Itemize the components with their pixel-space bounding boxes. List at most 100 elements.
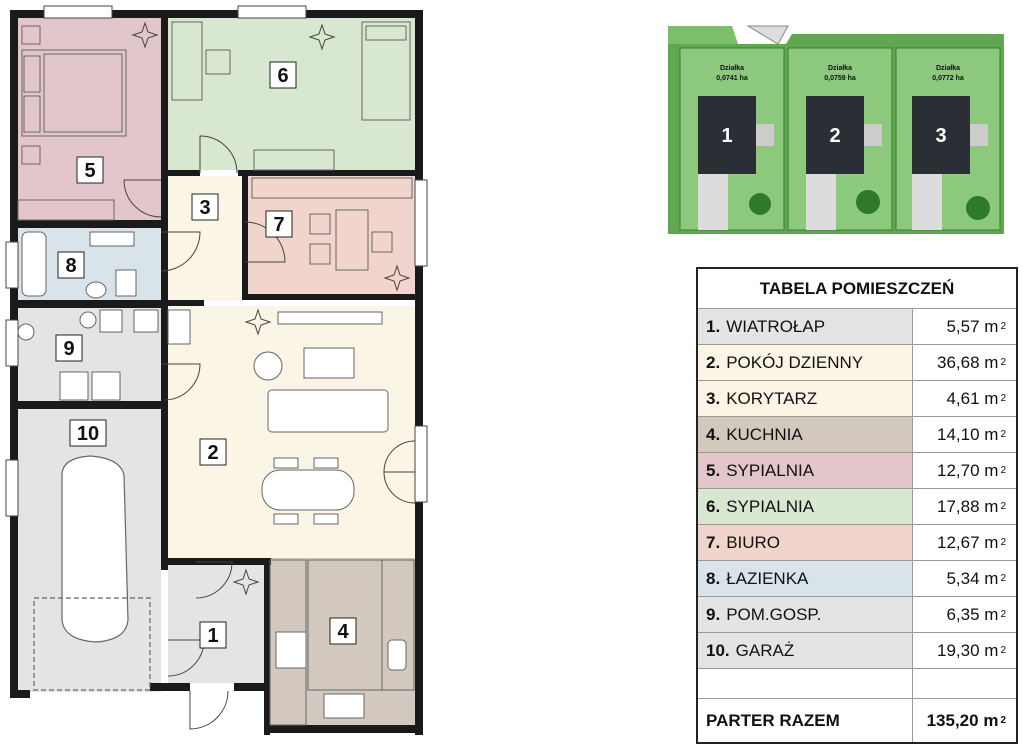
- plot-3-area: 0,0772 ha: [932, 75, 964, 82]
- room-name-text: POM.GOSP.: [726, 604, 822, 624]
- room-name-text: WIATROŁAP: [726, 316, 826, 336]
- room-label-6: 6: [277, 65, 288, 87]
- room-area-sup: 2: [1000, 645, 1006, 656]
- room-label-10: 10: [77, 423, 99, 445]
- room-name-text: KUCHNIA: [726, 424, 803, 444]
- room-area-unit: m: [984, 424, 999, 444]
- table-title: TABELA POMIESZCZEŃ: [698, 269, 1016, 309]
- room-area-value: 6,35: [946, 604, 980, 624]
- houses: [698, 96, 988, 174]
- room-label-5: 5: [84, 160, 95, 182]
- room-label-2: 2: [207, 442, 218, 464]
- room-area-unit: m: [984, 532, 999, 552]
- room-number: 8.: [706, 568, 721, 588]
- room-number: 4.: [706, 424, 721, 444]
- room-number: 1.: [706, 316, 721, 336]
- house-number-2: 2: [829, 125, 840, 147]
- plot-2-area: 0,0759 ha: [824, 75, 856, 82]
- room-number: 9.: [706, 604, 721, 624]
- room-name: 10.GARAŻ: [698, 633, 913, 668]
- room-name: 1.WIATROŁAP: [698, 309, 913, 344]
- room-name: 5.SYPIALNIA: [698, 453, 913, 488]
- plot-1-label: Działka: [720, 65, 744, 72]
- total-label: PARTER RAZEM: [698, 699, 913, 742]
- room-area-value: 19,30: [936, 640, 980, 660]
- room-label-3: 3: [199, 197, 210, 219]
- site-plan: Działka 0,0741 ha Działka 0,0759 ha Dzia…: [668, 16, 1004, 246]
- plot-3-label: Działka: [936, 65, 960, 72]
- car: [33, 455, 151, 691]
- room-area-unit: m: [984, 460, 999, 480]
- room-label-7: 7: [273, 214, 284, 236]
- room-area-sup: 2: [1000, 357, 1006, 368]
- room-name-text: GARAŻ: [735, 640, 795, 660]
- room-area-value: 17,88: [936, 496, 980, 516]
- room-area-sup: 2: [1000, 537, 1006, 548]
- house-number-1: 1: [721, 125, 732, 147]
- room-label-9: 9: [63, 338, 74, 360]
- room-area-unit: m: [984, 640, 999, 660]
- room-area-sup: 2: [1000, 429, 1006, 440]
- total-area-sup: 2: [1000, 715, 1006, 726]
- room-number: 7.: [706, 532, 721, 552]
- plant-icon: [308, 23, 336, 51]
- room-name-text: SYPIALNIA: [726, 496, 815, 516]
- room-area-unit: m: [984, 568, 999, 588]
- room-name-text: BIURO: [726, 532, 781, 552]
- room-label-8: 8: [65, 255, 76, 277]
- room-area-value: 12,67: [936, 532, 980, 552]
- room-area-value: 4,61: [946, 388, 980, 408]
- room-name-text: KORYTARZ: [726, 388, 818, 408]
- room-name: 3.KORYTARZ: [698, 381, 913, 416]
- floor-plan: 1 2 3 4 5 6 7 8 9 10: [5, 5, 428, 735]
- room-area-sup: 2: [1000, 573, 1006, 584]
- plant-icon: [232, 568, 260, 596]
- room-name-text: SYPIALNIA: [726, 460, 815, 480]
- living-furniture: [253, 311, 389, 525]
- room-number: 5.: [706, 460, 721, 480]
- plot-2-label: Działka: [828, 65, 852, 72]
- room-area-sup: 2: [1000, 393, 1006, 404]
- room-number: 3.: [706, 388, 721, 408]
- room-area-sup: 2: [1000, 609, 1006, 620]
- room-area-value: 5,34: [946, 568, 980, 588]
- room-name: 4.KUCHNIA: [698, 417, 913, 452]
- room-name: 2.POKÓJ DZIENNY: [698, 345, 913, 380]
- room-name: 6.SYPIALNIA: [698, 489, 913, 524]
- plot-1-area: 0,0741 ha: [716, 75, 748, 82]
- room-area-unit: m: [984, 388, 999, 408]
- room-name: 9.POM.GOSP.: [698, 597, 913, 632]
- room-area-sup: 2: [1000, 501, 1006, 512]
- room-area-value: 5,57: [946, 316, 980, 336]
- room-number: 10.: [706, 640, 730, 660]
- total-area-unit: m: [983, 710, 999, 730]
- room-name: 7.BIURO: [698, 525, 913, 560]
- plant-icon: [383, 264, 411, 292]
- room-label-4: 4: [337, 621, 349, 643]
- room-5-fill: [18, 18, 161, 220]
- tree-icons: [749, 190, 990, 220]
- room-area-sup: 2: [1000, 321, 1006, 332]
- bed-single: [171, 21, 411, 171]
- room-area-value: 12,70: [936, 460, 980, 480]
- total-area-value: 135,20: [926, 710, 979, 730]
- plant-icon: [244, 308, 272, 336]
- utility-fixtures: [17, 309, 191, 401]
- doors: [123, 135, 416, 730]
